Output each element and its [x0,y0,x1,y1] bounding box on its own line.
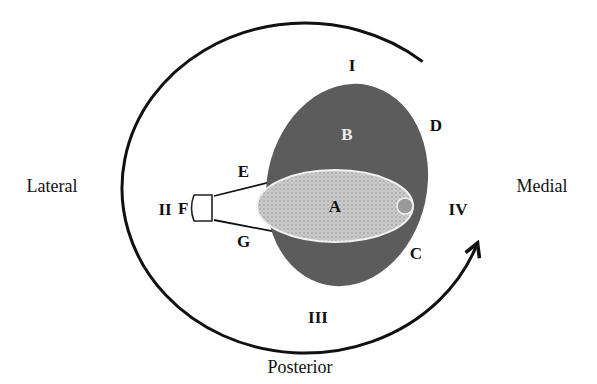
ellipse-tip [397,198,413,214]
line-letter: E [238,163,249,180]
ellipse-stipple [257,170,413,242]
region-ellipse: A [255,168,415,244]
quadrant-number: III [308,309,328,326]
label-holder: I [349,57,356,75]
label-holder: C [410,245,422,263]
ellipse-region [257,170,413,242]
region-letter: A [329,198,341,215]
quadrant-number: I [349,57,356,74]
direction-label: Medial [517,177,568,195]
edge-label-holder: E [238,163,249,181]
region-oval: BA [262,78,432,292]
oval-region [248,69,447,302]
region-letter: D [430,117,442,134]
label-holder: D [430,117,442,135]
label-holder: III [308,309,328,327]
edge-label-holder: G [237,233,250,251]
direction-label: Posterior [268,358,333,376]
label-holder: IV [449,201,468,219]
label-holder: Posterior [268,358,333,377]
small-part: F [178,193,214,223]
region-letter: B [341,126,352,143]
small-part-outline [192,195,213,221]
label-holder: Medial [517,177,568,196]
region-letter: C [410,245,422,262]
region-letter: F [178,200,188,217]
line-letter: G [237,233,250,250]
label-holder: II [158,201,171,219]
label-holder: Lateral [27,177,78,196]
quadrant-number: IV [449,201,468,218]
direction-label: Lateral [27,177,78,195]
quadrant-number: II [158,201,171,218]
rotation-arrow [122,23,477,353]
